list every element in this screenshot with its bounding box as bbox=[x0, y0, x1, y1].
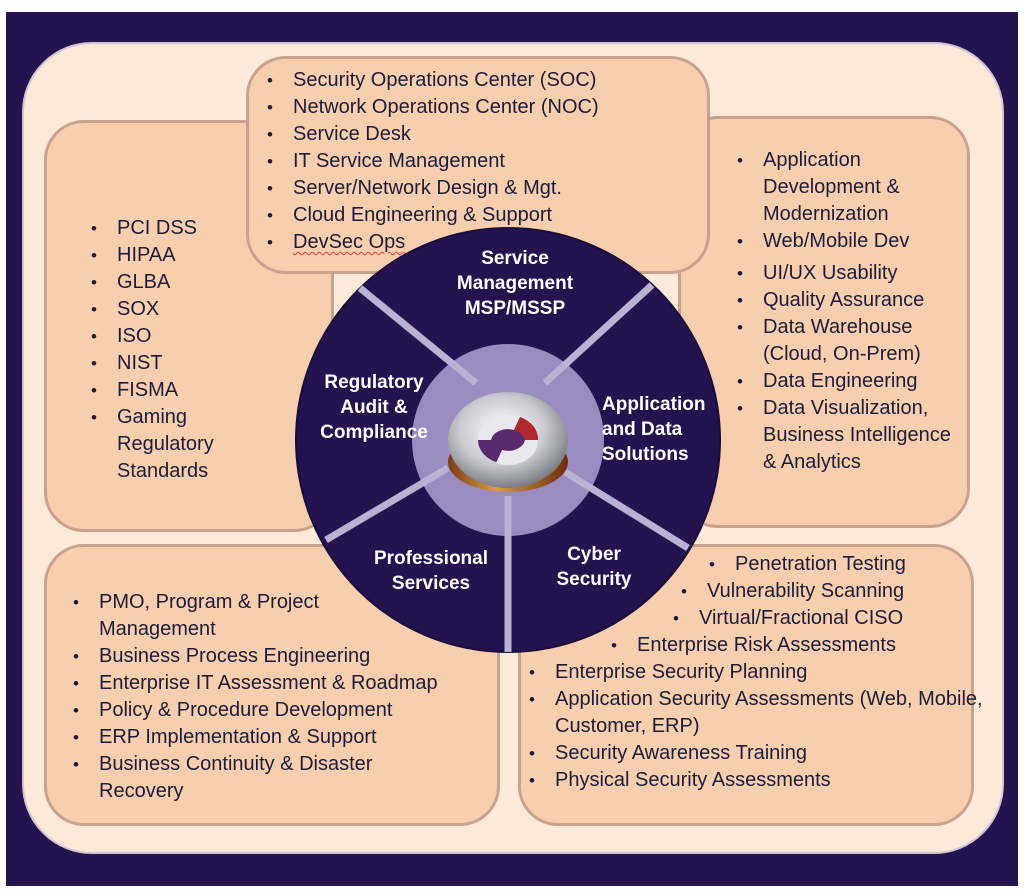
list-item: Server/Network Design & Mgt. bbox=[267, 175, 687, 202]
list-item: SOX bbox=[91, 296, 261, 323]
regulatory-list: PCI DSS HIPAA GLBA SOX ISO NIST FISMA Ga… bbox=[91, 215, 261, 485]
list-item: Security Operations Center (SOC) bbox=[267, 67, 687, 94]
list-item: PCI DSS bbox=[91, 215, 261, 242]
list-item: NIST bbox=[91, 350, 261, 377]
list-item: Application Development & Modernization bbox=[737, 147, 965, 228]
list-item: FISMA bbox=[91, 377, 261, 404]
segment-professional-label: Professional Services bbox=[373, 548, 489, 594]
divider-line bbox=[542, 282, 655, 386]
regulatory-panel: PCI DSS HIPAA GLBA SOX ISO NIST FISMA Ga… bbox=[44, 120, 334, 532]
segment-application-label: Application and Data Solutions bbox=[602, 394, 706, 465]
list-item: IT Service Management bbox=[267, 148, 687, 175]
list-item: Vulnerability Scanning bbox=[681, 578, 969, 605]
list-item: Business Process Engineering bbox=[73, 643, 483, 670]
list-item: Web/Mobile Dev bbox=[737, 228, 965, 255]
list-item: Enterprise Security Planning bbox=[529, 659, 969, 686]
cyber-panel: Penetration Testing Vulnerability Scanni… bbox=[518, 544, 983, 826]
list-item: HIPAA bbox=[91, 242, 261, 269]
list-item: Enterprise IT Assessment & Roadmap bbox=[73, 670, 483, 697]
list-item: Penetration Testing bbox=[709, 551, 969, 578]
list-item: Cloud Engineering & Support bbox=[267, 202, 687, 229]
divider-line bbox=[324, 464, 450, 544]
application-panel: Application Development & Modernization … bbox=[678, 116, 970, 528]
list-item: Service Desk bbox=[267, 121, 687, 148]
list-item: ISO bbox=[91, 323, 261, 350]
list-item: Gaming Regulatory Standards bbox=[91, 404, 261, 485]
cyber-list: Penetration Testing Vulnerability Scanni… bbox=[529, 551, 983, 794]
list-item: Network Operations Center (NOC) bbox=[267, 94, 687, 121]
professional-list: PMO, Program & Project Management Busine… bbox=[73, 589, 483, 805]
list-item: Physical Security Assessments bbox=[529, 767, 969, 794]
list-item: Virtual/Fractional CISO bbox=[673, 605, 969, 632]
list-item: ERP Implementation & Support bbox=[73, 724, 483, 751]
list-item: Application Security Assessments (Web, M… bbox=[529, 686, 985, 740]
segment-cyber-label: Cyber Security bbox=[556, 544, 632, 590]
list-item: Data Visualization, Business Intelligenc… bbox=[737, 395, 965, 476]
list-item: Policy & Procedure Development bbox=[73, 697, 483, 724]
service-list: Security Operations Center (SOC) Network… bbox=[267, 67, 687, 256]
list-item: UI/UX Usability bbox=[737, 260, 965, 287]
center-logo-icon bbox=[448, 392, 568, 492]
application-list: Application Development & Modernization … bbox=[737, 147, 965, 476]
segment-service-label: Service Management MSP/MSSP bbox=[456, 248, 574, 319]
divider-line bbox=[563, 469, 690, 551]
list-item: GLBA bbox=[91, 269, 261, 296]
list-item: Security Awareness Training bbox=[529, 740, 969, 767]
list-item: PMO, Program & Project Management bbox=[73, 589, 359, 643]
list-item: Data Warehouse (Cloud, On-Prem) bbox=[737, 314, 965, 368]
list-item: DevSec Ops bbox=[267, 229, 687, 256]
list-item: Data Engineering bbox=[737, 368, 965, 395]
list-item: Quality Assurance bbox=[737, 287, 965, 314]
divider-line bbox=[357, 285, 479, 386]
segment-regulatory-label: Regulatory Audit & Compliance bbox=[320, 372, 428, 443]
list-item: Business Continuity & Disaster Recovery bbox=[73, 751, 439, 805]
list-item: Enterprise Risk Assessments bbox=[611, 632, 969, 659]
